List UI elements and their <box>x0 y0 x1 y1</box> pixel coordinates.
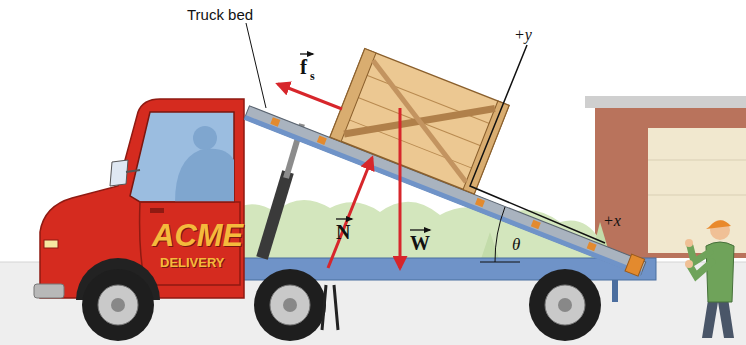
vector-symbol <box>336 218 352 219</box>
part-label: Truck bed <box>187 7 253 22</box>
cab-window <box>130 112 234 202</box>
tire <box>529 269 601 341</box>
building-roof <box>585 96 746 108</box>
tire <box>254 269 326 341</box>
wheel <box>76 258 160 341</box>
crate-brace <box>344 60 495 182</box>
angle-label: θ <box>512 236 520 253</box>
bed-marker <box>317 136 327 145</box>
building-door <box>648 128 746 253</box>
friction-force-arrow <box>278 84 342 109</box>
force-symbol: W <box>410 233 430 253</box>
hub <box>545 285 585 325</box>
force-subscript: s <box>310 70 315 82</box>
man <box>685 220 734 338</box>
arm <box>690 262 712 276</box>
driver <box>175 149 234 202</box>
bed-marker <box>475 198 485 207</box>
logo-text: ACME <box>152 220 243 251</box>
cap <box>706 220 731 229</box>
hand <box>685 260 693 268</box>
angle-arc <box>495 207 505 262</box>
mud-flap <box>322 285 338 330</box>
door-panel <box>648 195 746 196</box>
building-wall <box>595 108 746 258</box>
horizontal-reference <box>480 262 520 263</box>
mirror <box>110 160 128 186</box>
crate-brace <box>344 60 495 182</box>
door-panel <box>648 160 746 161</box>
crate-body <box>330 49 509 194</box>
weight-force-arrow <box>399 108 402 268</box>
chassis-stand <box>612 280 618 302</box>
wheel <box>254 269 326 341</box>
tire <box>82 269 154 341</box>
wheel <box>529 269 601 341</box>
vector-symbol <box>300 53 313 54</box>
hub-cap <box>283 298 297 312</box>
bed-tail <box>625 254 645 276</box>
bumper <box>34 284 64 298</box>
hub-cap <box>111 298 125 312</box>
door-handle <box>150 208 164 213</box>
bed-marker <box>587 242 597 251</box>
hub <box>270 285 310 325</box>
hydraulic-cylinder <box>262 172 288 258</box>
axis-label: +x <box>603 213 621 229</box>
axes <box>470 45 605 243</box>
headlight <box>44 240 58 248</box>
arm <box>690 246 710 262</box>
hand <box>685 239 693 247</box>
bed-marker <box>531 220 541 229</box>
crate <box>330 49 509 194</box>
vector-symbol <box>410 229 430 230</box>
leader-line <box>246 23 266 108</box>
axis-label: +y <box>514 27 532 43</box>
logo-subtext: DELIVERY <box>160 256 225 269</box>
hub-cap <box>558 298 572 312</box>
force-symbol: f <box>300 57 307 78</box>
hub <box>98 285 138 325</box>
normal-force-arrow <box>328 158 372 268</box>
force-symbol: N <box>336 222 350 242</box>
mirror-arm <box>126 170 140 172</box>
bed-marker <box>270 117 280 126</box>
trousers <box>702 298 734 338</box>
driver-head <box>193 126 217 150</box>
